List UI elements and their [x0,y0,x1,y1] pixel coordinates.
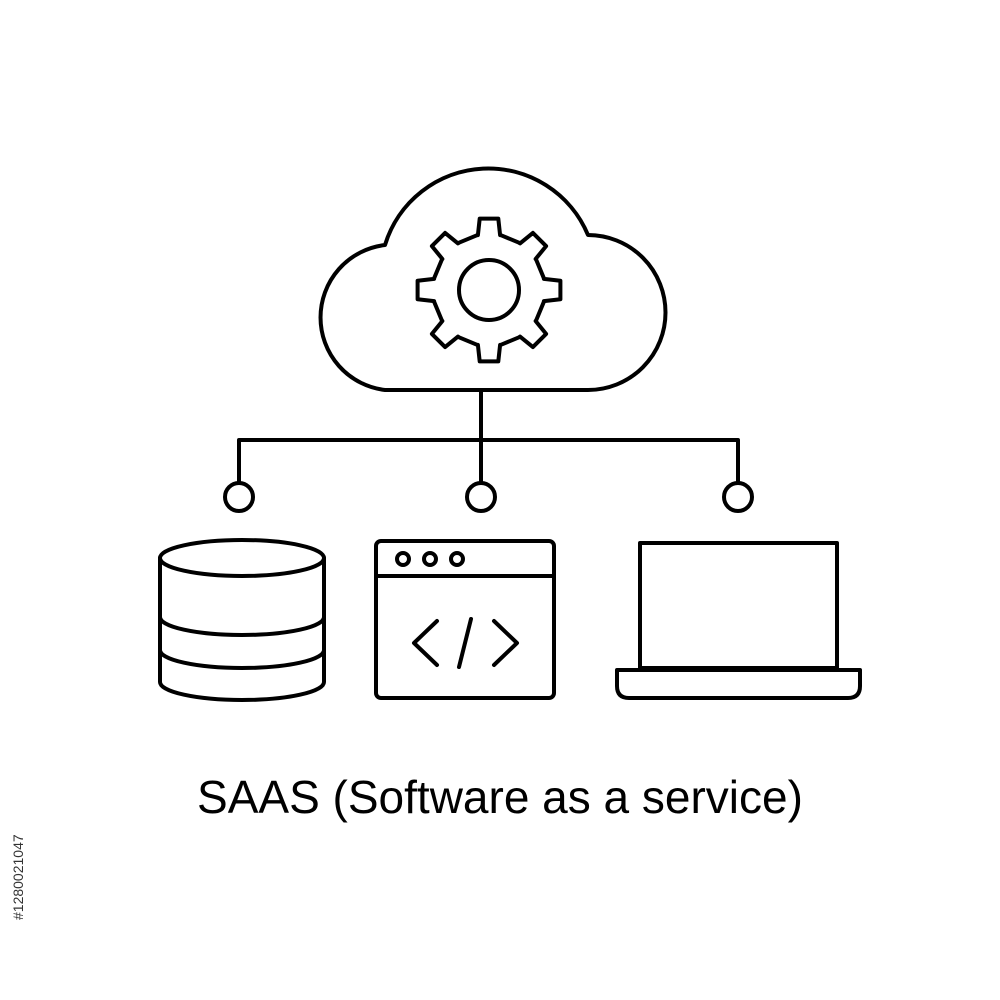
node-center [465,481,497,513]
gear-icon [415,216,563,364]
stock-image-id: #1280021047 [10,834,26,920]
connector-lines [237,388,740,485]
database-icon [158,538,326,702]
node-right [722,481,754,513]
code-window-icon [374,539,556,700]
diagram-caption: SAAS (Software as a service) [197,771,803,823]
node-left [223,481,255,513]
laptop-icon [615,541,862,700]
cloud-icon [318,166,668,392]
